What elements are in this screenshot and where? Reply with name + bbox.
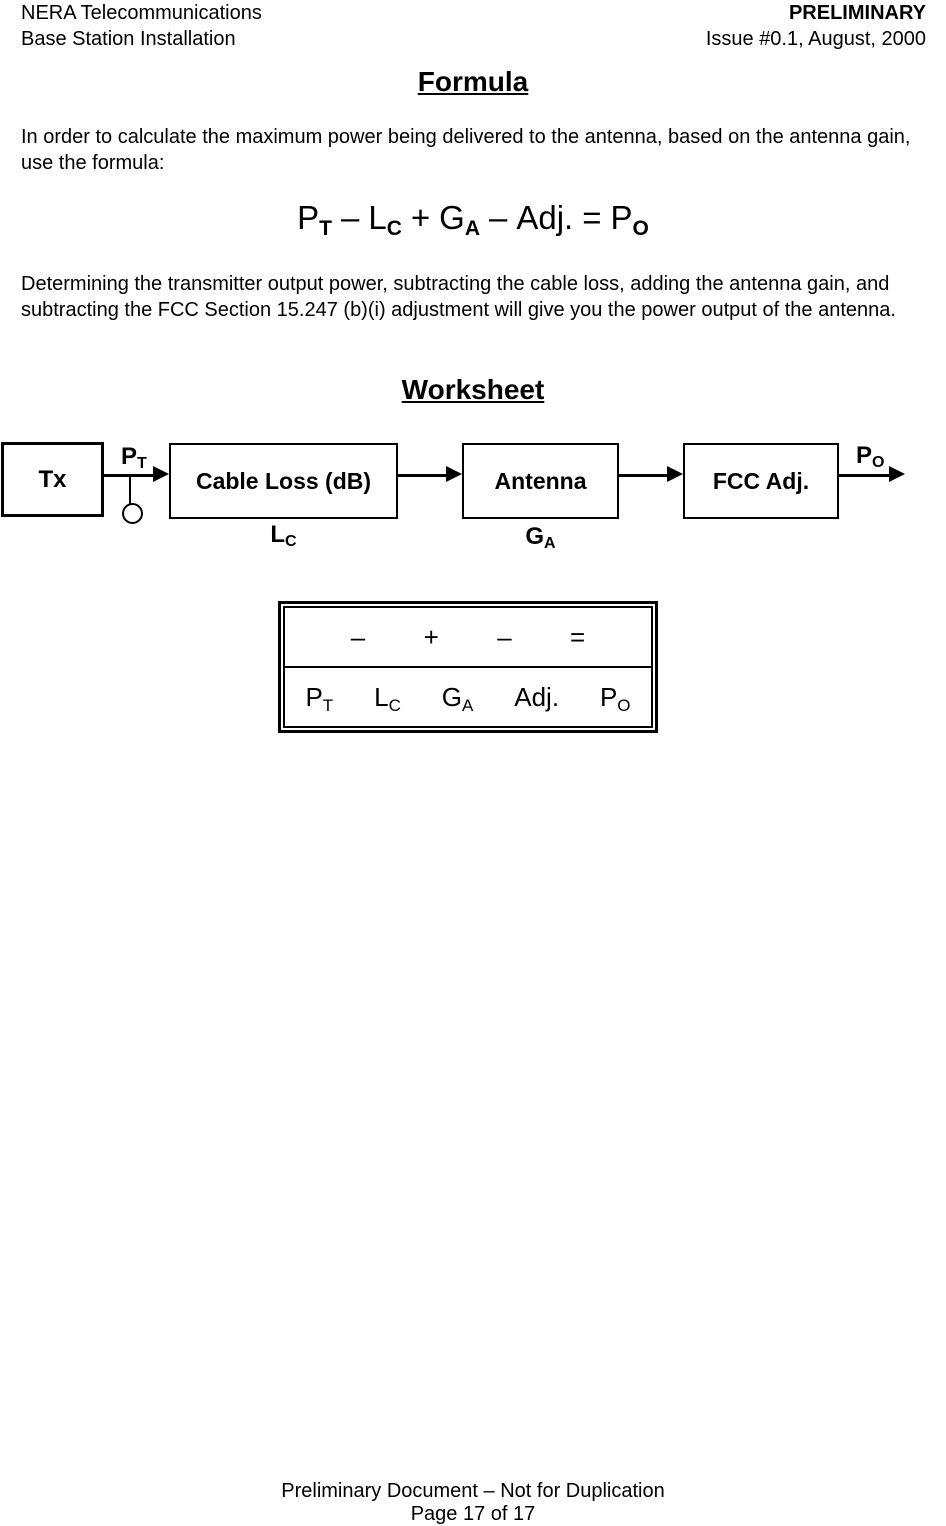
cable-loss-box-label: Cable Loss (dB) xyxy=(195,467,372,494)
tap-circle-icon xyxy=(122,503,143,524)
formula-term-po: PO xyxy=(610,199,649,240)
arrow-line-1 xyxy=(104,474,156,477)
operator-minus-2: – xyxy=(497,621,512,652)
pt-label: PT xyxy=(121,443,147,472)
fcc-adj-box-label: FCC Adj. xyxy=(712,467,810,494)
arrow-line-3 xyxy=(619,474,668,477)
po-label: PO xyxy=(856,442,885,471)
intro-line-1: In order to calculate the maximum power … xyxy=(21,126,911,148)
page-header: NERA Telecommunications Base Station Ins… xyxy=(21,0,926,52)
operator-equals: = xyxy=(570,621,586,652)
arrow-head-1 xyxy=(153,466,169,482)
header-left: NERA Telecommunications Base Station Ins… xyxy=(21,0,262,52)
intro-line-2: use the formula: xyxy=(21,152,165,174)
fcc-adj-box: FCC Adj. xyxy=(683,443,839,519)
arrow-head-3 xyxy=(667,466,683,482)
operator-minus-1: – xyxy=(350,621,366,652)
cable-loss-box: Cable Loss (dB) xyxy=(169,443,398,519)
operator-plus: + xyxy=(423,621,439,652)
formula-op-minus-2: – xyxy=(488,199,508,236)
formula-op-equals: = xyxy=(582,199,602,236)
variables-row: PT LC GA Adj. PO xyxy=(285,668,651,726)
variable-lc: LC xyxy=(374,681,401,715)
worksheet-table-inner: – + – = PT LC GA Adj. PO xyxy=(283,606,653,728)
arrow-head-2 xyxy=(446,466,462,482)
tx-box: Tx xyxy=(1,442,104,517)
page-footer: Preliminary Document – Not for Duplicati… xyxy=(0,1480,946,1526)
ga-label: GA xyxy=(525,523,556,552)
antenna-box: Antenna xyxy=(462,443,619,519)
variable-ga: GA xyxy=(441,681,474,715)
power-formula: PT–LC+GA–Adj.=PO xyxy=(0,199,946,240)
variable-pt: PT xyxy=(305,681,334,715)
footer-page-number: Page 17 of 17 xyxy=(410,1503,536,1525)
footer-notice: Preliminary Document – Not for Duplicati… xyxy=(281,1480,665,1502)
document-title: Base Station Installation xyxy=(21,28,236,50)
formula-op-plus: + xyxy=(410,199,431,236)
intro-paragraph: In order to calculate the maximum power … xyxy=(21,124,910,176)
formula-term-lc: LC xyxy=(368,199,402,240)
explanation-line-2: subtracting the FCC Section 15.247 (b)(i… xyxy=(21,299,896,321)
arrow-head-4 xyxy=(889,466,905,482)
formula-section-title: Formula xyxy=(417,66,529,97)
explanation-line-1: Determining the transmitter output power… xyxy=(21,273,890,295)
variable-adj: Adj. xyxy=(514,681,560,712)
arrow-line-2 xyxy=(398,474,447,477)
formula-term-ga: GA xyxy=(439,199,480,240)
issue-label: Issue #0.1, August, 2000 xyxy=(705,28,926,50)
arrow-line-4 xyxy=(839,474,890,477)
company-name: NERA Telecommunications xyxy=(21,2,262,24)
tap-line xyxy=(129,477,131,504)
formula-term-adj: Adj. xyxy=(516,199,574,236)
operators-row: – + – = xyxy=(285,608,651,668)
explanation-paragraph: Determining the transmitter output power… xyxy=(21,271,896,323)
formula-term-pt: PT xyxy=(297,199,332,240)
tx-box-label: Tx xyxy=(38,465,67,493)
variable-po: PO xyxy=(599,681,631,715)
lc-label: LC xyxy=(270,521,297,550)
header-right: PRELIMINARY Issue #0.1, August, 2000 xyxy=(706,0,926,52)
worksheet-table: – + – = PT LC GA Adj. PO xyxy=(278,601,658,733)
antenna-box-label: Antenna xyxy=(494,467,587,494)
preliminary-label: PRELIMINARY xyxy=(788,2,926,24)
formula-op-minus-1: – xyxy=(340,199,360,236)
worksheet-section-title: Worksheet xyxy=(401,374,545,405)
